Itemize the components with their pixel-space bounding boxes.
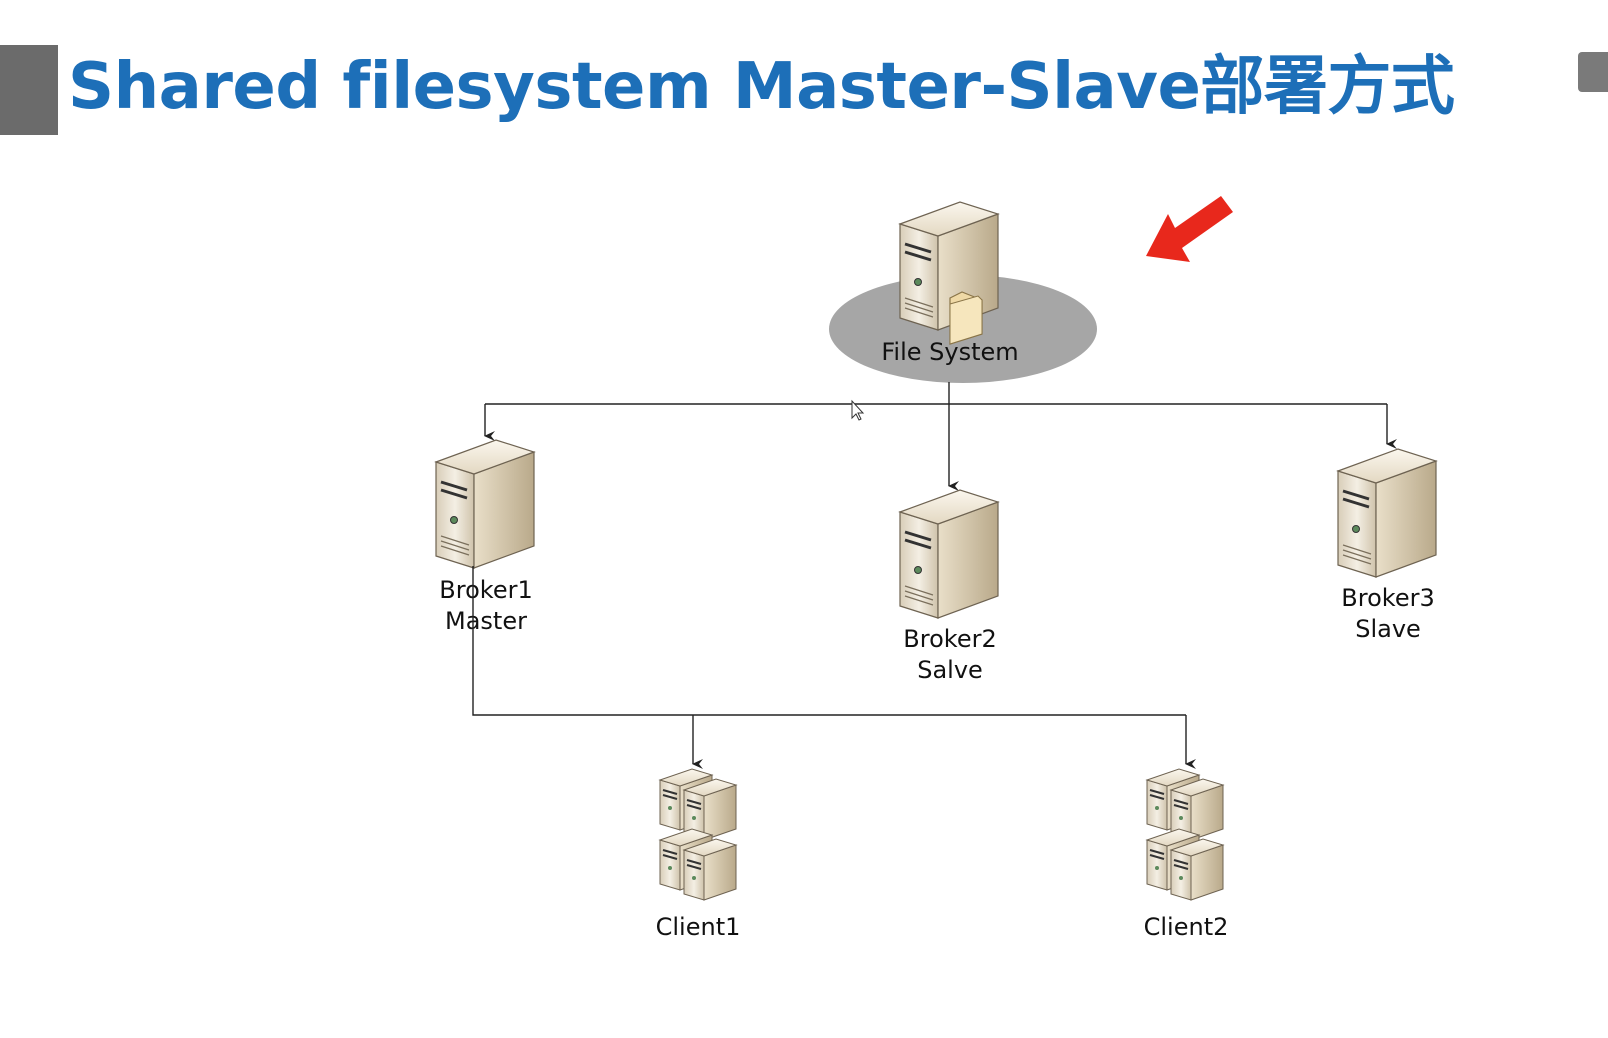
slide-title: Shared filesystem Master-Slave部署方式 bbox=[68, 50, 1455, 124]
broker1-label-line2: Master bbox=[445, 607, 527, 635]
broker2-label-line2: Salve bbox=[917, 656, 983, 684]
folder-icon bbox=[949, 291, 983, 345]
broker3-server-icon bbox=[1336, 447, 1438, 579]
slide-corner-icon bbox=[1578, 52, 1608, 92]
broker2-server-icon bbox=[898, 488, 1000, 620]
broker1-server-icon bbox=[434, 438, 536, 570]
file-system-server-icon bbox=[898, 200, 1000, 332]
client-connectors bbox=[472, 566, 1196, 769]
client2-server-cluster-icon bbox=[1146, 768, 1224, 901]
file-system-label: File System bbox=[881, 338, 1018, 366]
title-accent-bar bbox=[0, 45, 58, 135]
broker2-label-line1: Broker2 bbox=[903, 625, 996, 653]
client1-node: Client1 bbox=[656, 768, 741, 941]
mouse-cursor-icon bbox=[851, 399, 865, 421]
client2-node: Client2 bbox=[1144, 768, 1229, 941]
broker3-label-line2: Slave bbox=[1355, 615, 1421, 643]
footer-watermark-logo bbox=[30, 1018, 410, 1038]
client1-label: Client1 bbox=[656, 913, 741, 941]
broker2-node: Broker2 Salve bbox=[898, 488, 1000, 684]
file-system-node: File System bbox=[829, 200, 1097, 383]
broker3-label-line1: Broker3 bbox=[1341, 584, 1434, 612]
broker1-node: Broker1 Master bbox=[434, 438, 536, 635]
highlight-arrow-icon bbox=[1146, 196, 1233, 262]
broker1-client-bus-line bbox=[472, 566, 1186, 716]
client2-label: Client2 bbox=[1144, 913, 1229, 941]
broker3-node: Broker3 Slave bbox=[1336, 447, 1438, 643]
broker1-label-line1: Broker1 bbox=[439, 576, 532, 604]
filesystem-connectors bbox=[484, 382, 1397, 491]
client1-server-cluster-icon bbox=[659, 768, 737, 901]
